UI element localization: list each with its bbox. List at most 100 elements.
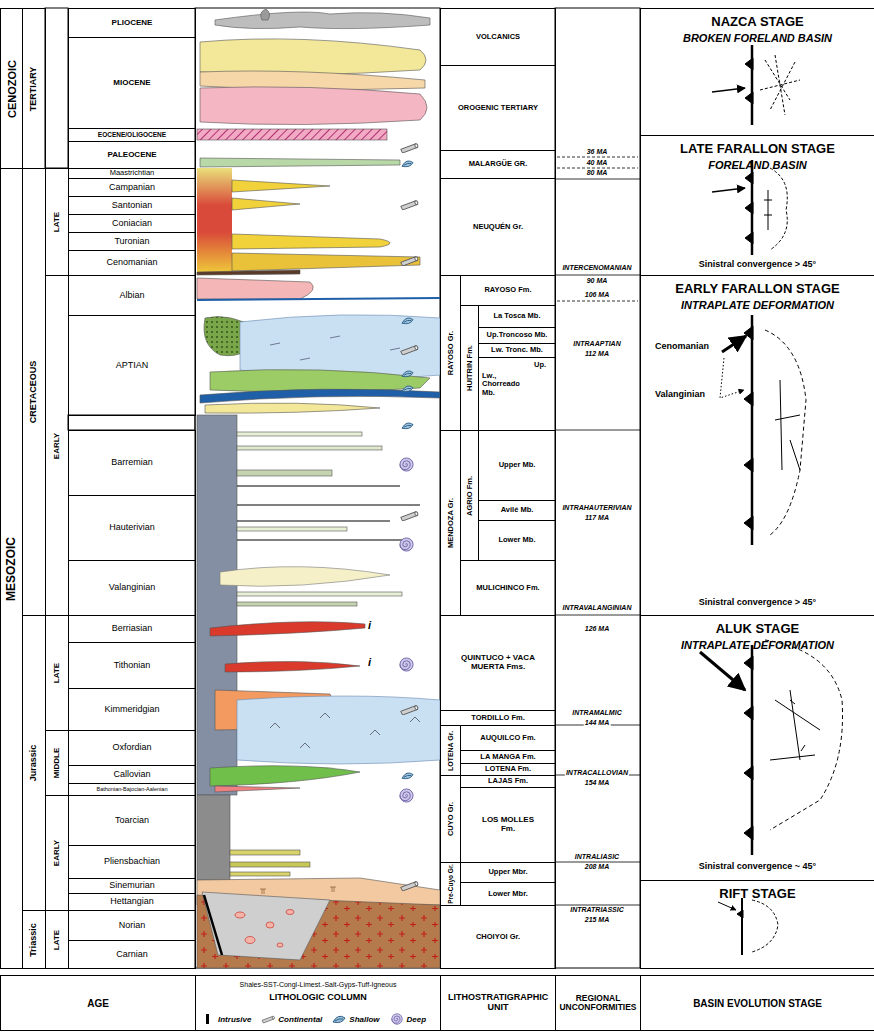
unconformity-label: INTRATRIASSIC [569,906,625,914]
stage-cell: Turonian [68,232,196,251]
stage-cell: APTIAN [68,315,196,416]
cell-label: LA MANGA Fm. [480,753,535,761]
period-cell: CRETACEOUS [22,168,46,616]
stage-cell: Sinemurian [68,878,196,894]
era-cell: MESOZOIC [0,168,23,969]
tectonic-sketches [744,326,753,530]
stage-panel: LATE FARALLON STAGEFORELAND BASINSinistr… [640,135,874,276]
member-cell: Lw. Tronc. Mb. [478,343,556,358]
unit-cell: Lower Mbr. [460,882,556,906]
unconformity-label: 40 MA [586,159,609,167]
panel-text: Sinistral convergence > 45° [641,260,874,270]
lithologic-column [225,661,360,672]
cell-label: Carnian [116,950,148,960]
member-cell: Lower Mb. [478,520,556,561]
environment-icons [401,256,419,266]
lithologic-column [210,622,365,636]
tectonic-sketches [720,358,744,398]
environment-icons [401,705,419,715]
cell-label: Triassic [29,923,39,957]
lithologic-column [237,446,382,450]
unconformity-label: INTRAMALMIC [571,709,622,717]
lithologic-column [237,592,402,596]
tectonic-sketches [712,88,745,92]
unconformity-label: 36 MA [586,148,609,156]
tectonic-sketches [760,55,800,115]
stage-cell: PLIOCENE [68,8,196,38]
cell-label: EOCENE/OLIGOCENE [98,131,166,138]
tectonic-sketches [770,168,787,250]
lithologic-column [237,527,347,531]
tectonic-sketches [751,45,754,125]
cell-label: EARLY [53,432,62,458]
cell-label: PALEOCENE [107,151,156,160]
unit-cell: MALARGÜE GR. [440,150,556,179]
unconformity-label: 117 MA [584,514,610,522]
tectonic-sketches [718,902,736,910]
environment-icons [401,881,419,891]
stage-cell: Kimmeridgian [68,688,196,731]
tectonic-sketches [765,330,806,535]
group-cell: CUYO Gr. [440,775,461,863]
stage-panel: NAZCA STAGEBROKEN FORELAND BASIN [640,8,874,136]
panel-text: NAZCA STAGE [641,15,874,29]
legend-swatch [260,1013,276,1025]
lithologic-column [200,39,426,75]
lithologic-column [266,922,274,928]
tectonic-sketches [737,910,743,918]
tectonic-sketches [765,640,843,830]
cell-label: REGIONAL UNCONFORMITIES [558,994,638,1013]
legend-swatch [200,1013,216,1025]
cell-label: Pre-Cuyo Gr. [447,864,454,904]
lithologic-column [215,12,430,29]
cell-label: MESOZOIC [5,536,18,600]
panel-text: ALUK STAGE [641,622,874,636]
stage-panel: ALUK STAGEINTRAPLATE DEFORMATIONSinistra… [640,615,874,881]
stage-cell: Hauterivian [68,495,196,561]
stage-cell: Carnian [68,940,196,969]
cell-label: Norian [119,921,146,931]
table-frame [68,415,195,430]
cell-label: Hauterivian [109,523,155,533]
stage-cell: Coniacian [68,214,196,233]
cell-label: PLIOCENE [112,19,153,28]
table-frame [45,8,68,168]
unconformity-label: INTERCENOMANIAN [561,264,632,272]
stage-panel: EARLY FARALLON STAGEINTRAPLATE DEFORMATI… [640,275,874,616]
cell-label: LOS MOLLES Fm. [477,816,539,834]
unconformity-label: 90 MA [586,277,609,285]
unit-cell: MULICHINCO Fm. [460,560,556,616]
formation-cell: HUITRIN Fm. [460,305,479,431]
stage-cell: Oxfordian [68,730,196,766]
tectonic-sketches [722,336,746,352]
cell-label: Lw. Tronc. Mb. [491,346,543,354]
unconformity-label: INTRAVALANGINIAN [562,604,633,612]
stage-cell: Cenomanian [68,250,196,276]
lithologic-column [197,278,313,299]
lithologic-column [245,937,255,944]
cell-label: OROGENIC TERTIARY [458,104,538,112]
cell-label: RAYOSO Gr. [446,331,454,375]
lithologic-column [261,9,270,20]
lithologic-column [237,470,332,476]
environment-icons [402,371,413,377]
cell-label: Pliensbachian [104,857,160,867]
cell-label: Avilé Mb. [501,506,534,514]
panel-text: Lw., Chorreado Mb. [482,372,530,397]
lithologic-column [230,850,300,855]
stage-cell: PALEOCENE [68,141,196,169]
lithologic-column [197,415,237,795]
cell-label: Campanian [109,183,155,193]
lithologic-column [237,602,357,606]
lithologic-column [235,910,294,948]
lithologic-column [197,270,300,275]
panel-text: Shales-SST-Congl-Limest.-Salt-Gyps-Tuff-… [196,981,440,989]
member-cell: Upper Mb. [478,430,556,501]
table-frame [195,8,440,968]
lithologic-column [237,432,362,436]
intrusive-mark: i [368,656,371,669]
unconformity-label: 215 MA [584,916,611,924]
unit-cell: VOLCANICS [440,8,556,66]
unconformity-label: 154 MA [584,779,611,787]
unconformity-lines [555,179,640,905]
